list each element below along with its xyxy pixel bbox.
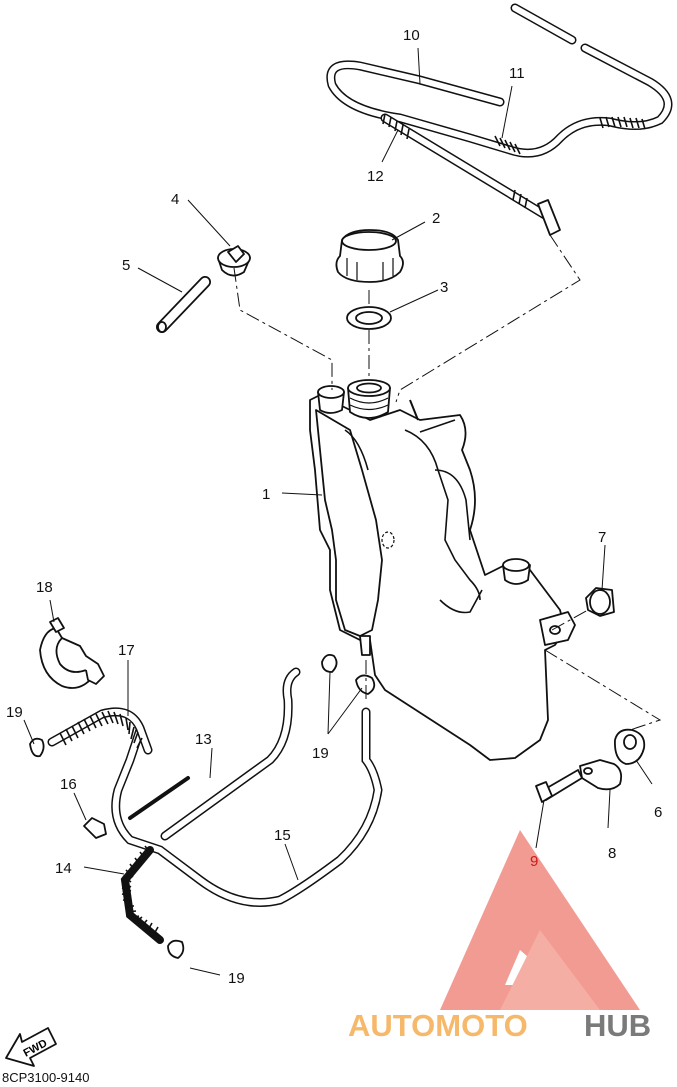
part-label-5: 5 (122, 257, 130, 274)
hose-clip-center-lower (355, 674, 376, 695)
hose-13 (128, 667, 301, 841)
bolt (535, 769, 583, 803)
part-label-9: 9 (530, 853, 538, 870)
collar (585, 587, 615, 617)
coolant-reservoir-tank (309, 379, 576, 761)
part-label-2: 2 (432, 210, 440, 227)
part-label-19-left: 19 (6, 704, 23, 721)
part-label-6: 6 (654, 804, 662, 821)
breather-pipe (156, 276, 211, 333)
watermark-logo (440, 830, 640, 1010)
damper (614, 728, 646, 765)
diagram-code: 8CP3100-9140 (2, 1070, 90, 1085)
part-label-1: 1 (262, 486, 270, 503)
part-label-19-center: 19 (312, 745, 329, 762)
hose-clip-left (29, 737, 45, 758)
part-label-18: 18 (36, 579, 53, 596)
bracket (579, 759, 623, 791)
part-label-17: 17 (118, 642, 135, 659)
part-label-15: 15 (274, 827, 291, 844)
part-labels: 1 2 3 4 5 6 7 8 9 10 11 12 13 14 15 16 1… (6, 27, 662, 987)
leader-lines (23, 47, 653, 976)
part-label-12: 12 (367, 168, 384, 185)
forward-arrow-icon: FWD (5, 1027, 57, 1067)
watermark-hub: HUB (584, 1008, 651, 1043)
clamp (39, 617, 105, 689)
protector-14 (120, 845, 164, 944)
part-label-7: 7 (598, 529, 606, 546)
overflow-hose (326, 3, 673, 236)
hose-15 (111, 707, 383, 907)
hose-clip-bottom (167, 939, 185, 959)
watermark-auto: AUTOMOTO (348, 1008, 528, 1043)
breather-cap (217, 245, 251, 277)
part-label-16: 16 (60, 776, 77, 793)
hose-clip-center-upper (321, 653, 338, 673)
hose-holder (83, 817, 107, 839)
part-label-11: 11 (509, 65, 525, 82)
hose-17 (47, 707, 153, 755)
part-label-19-bottom: 19 (228, 970, 245, 987)
part-label-14: 14 (55, 860, 72, 877)
watermark-text: AUTOMOTO HUB (348, 1008, 651, 1043)
part-label-10: 10 (403, 27, 420, 44)
part-label-8: 8 (608, 845, 616, 862)
part-label-4: 4 (171, 191, 179, 208)
part-label-13: 13 (195, 731, 212, 748)
part-label-3: 3 (440, 279, 448, 296)
reservoir-cap (335, 229, 404, 283)
assembly-lines (233, 234, 662, 731)
cap-gasket (346, 306, 392, 330)
